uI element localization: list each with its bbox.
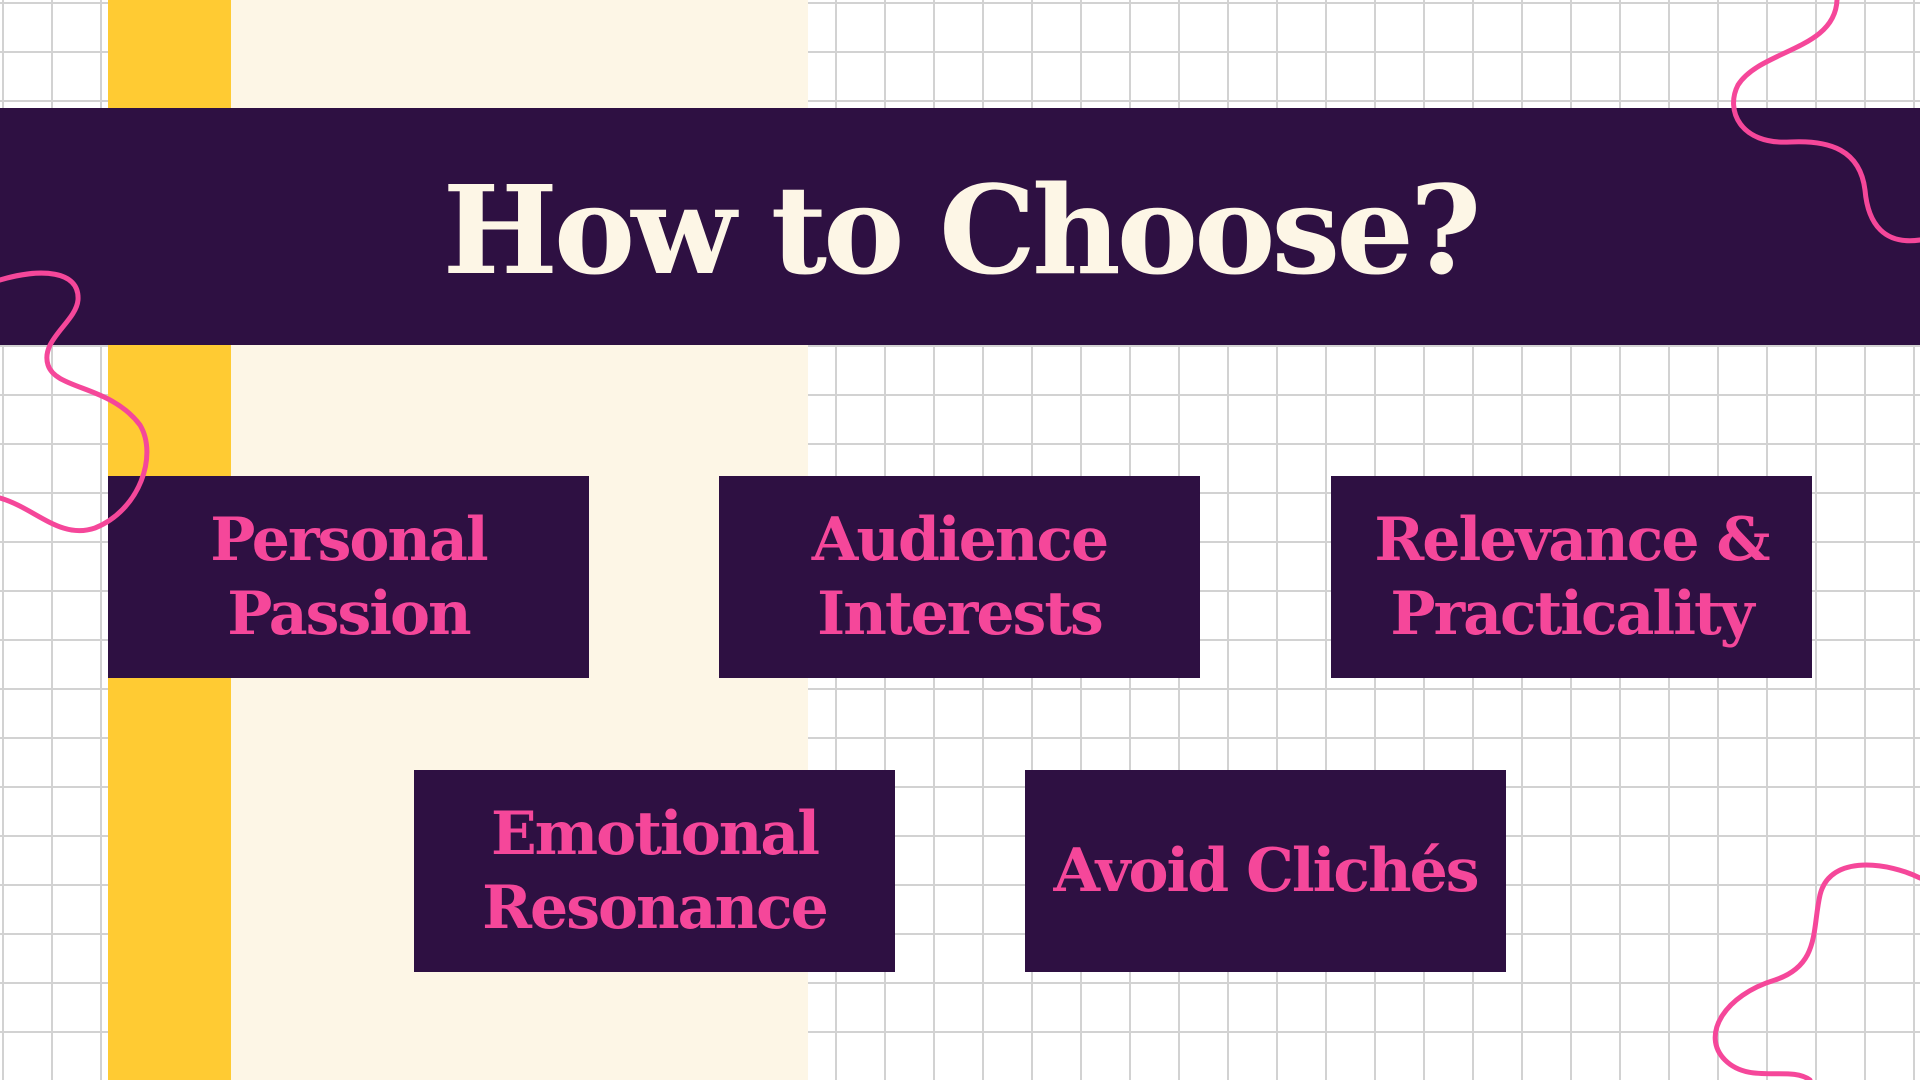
card-relevance-practicality: Relevance &Practicality xyxy=(1331,476,1812,678)
card-text: Avoid Clichés xyxy=(1053,836,1479,906)
title-band: How to Choose? xyxy=(0,108,1920,345)
squiggle-top-right xyxy=(1731,0,1920,244)
squiggle-left xyxy=(0,270,150,534)
slide-title: How to Choose? xyxy=(442,157,1482,302)
card-avoid-cliches: Avoid Clichés xyxy=(1025,770,1506,972)
squiggle-bottom-right xyxy=(1712,862,1920,1080)
card-text: Relevance &Practicality xyxy=(1374,505,1770,649)
